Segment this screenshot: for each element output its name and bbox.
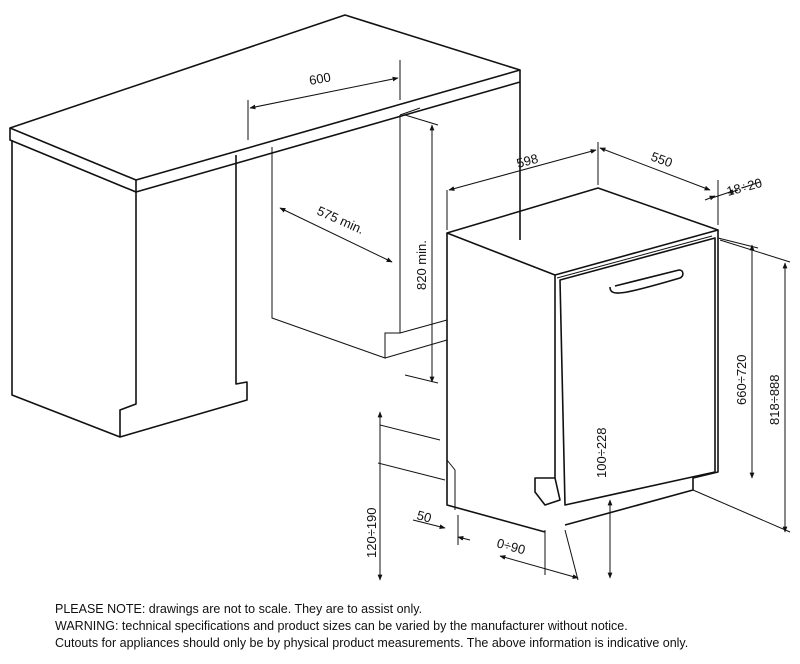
dishwasher xyxy=(446,187,719,533)
label-panel-thickness: 18÷20 xyxy=(725,175,764,199)
note-please-note: PLEASE NOTE: drawings are not to scale. … xyxy=(55,602,423,616)
label-counter-depth: 600 xyxy=(308,69,332,88)
label-panel-height: 660÷720 xyxy=(734,354,749,405)
note-cutouts: Cutouts for appliances should only be by… xyxy=(55,636,689,650)
note-warning: WARNING: technical specifications and pr… xyxy=(55,619,628,633)
label-total-height: 818÷888 xyxy=(767,374,782,425)
installation-diagram: 600 575 min. 820 min. 598 550 18÷20 660÷… xyxy=(9,14,791,581)
dimension-lines xyxy=(247,60,791,581)
label-plinth-offset: 0÷90 xyxy=(495,535,527,557)
label-appliance-depth: 550 xyxy=(649,149,675,171)
label-plinth-depth: 50 xyxy=(415,507,433,525)
label-appliance-width: 598 xyxy=(515,151,540,171)
label-door-gap: 100÷228 xyxy=(594,427,609,478)
kitchen-cabinet xyxy=(9,14,521,438)
dimension-labels: 600 575 min. 820 min. 598 550 18÷20 660÷… xyxy=(308,69,782,558)
label-cavity-height: 820 min. xyxy=(414,240,429,290)
disclaimer-notes: PLEASE NOTE: drawings are not to scale. … xyxy=(55,601,795,652)
label-cavity-depth: 575 min. xyxy=(315,203,367,237)
label-plinth-height: 120÷190 xyxy=(364,507,379,558)
